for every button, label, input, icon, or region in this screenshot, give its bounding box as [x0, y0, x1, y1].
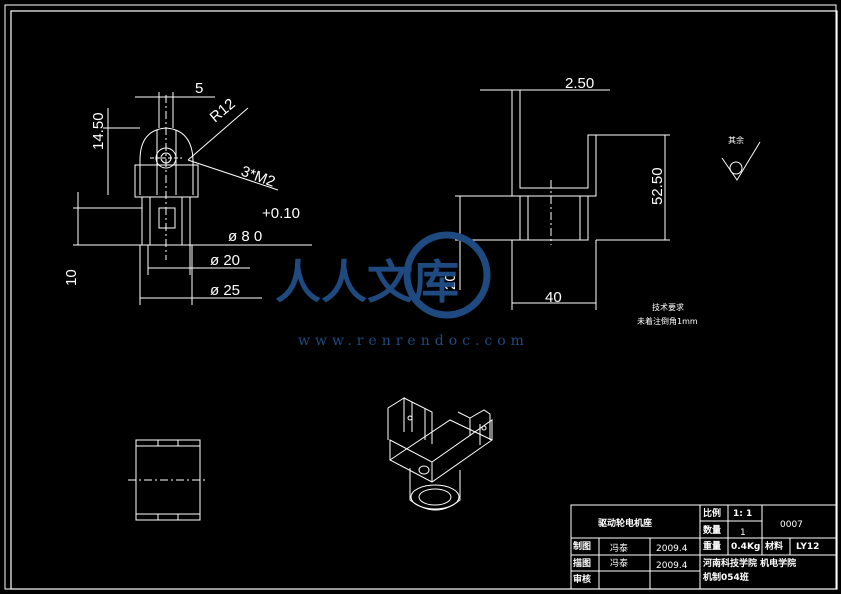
small-side-view: [128, 439, 208, 521]
roughness-label: 其余: [728, 135, 744, 145]
dim-radius: R12: [207, 95, 239, 126]
tb-part-name: 驱动轮电机座: [598, 517, 652, 529]
dim-thickness: 2.50: [565, 75, 594, 92]
tb-design-name: 冯泰: [610, 557, 628, 569]
tb-scale-label: 比例: [703, 507, 721, 519]
tb-material-label: 材料: [764, 540, 783, 552]
dim-dia-20: ø 20: [210, 252, 240, 269]
watermark-text: 人人文库: [275, 255, 459, 309]
tb-drawn-label: 制图: [573, 540, 591, 552]
inner-border: [10, 10, 838, 590]
dim-thread: 3*M2: [239, 163, 278, 191]
dim-height-1450: 14.50: [90, 112, 107, 150]
watermark: 人人文库 www.renrendoc.com: [275, 231, 529, 349]
tb-design-label: 描图: [573, 557, 591, 569]
dim-top-width: 5: [195, 80, 203, 97]
dim-width-40: 40: [545, 289, 562, 306]
tb-drawn-name: 冯泰: [610, 542, 628, 554]
title-block: [570, 504, 837, 590]
tb-school: 河南科技学院 机电学院: [703, 557, 796, 569]
dim-dia-8: ø 8 0: [228, 228, 262, 245]
tech-req-title: 技术要求: [652, 302, 684, 312]
left-view: [73, 92, 312, 305]
tb-scale-value: 1: 1: [733, 509, 752, 519]
tb-drawn-date: 2009.4: [656, 544, 688, 554]
right-view: [455, 89, 670, 310]
dim-dia-25: ø 25: [210, 282, 240, 299]
dim-height-20: 20: [442, 273, 459, 290]
dim-tolerance: +0.10: [262, 205, 300, 222]
watermark-url: www.renrendoc.com: [298, 333, 529, 349]
isometric-view: [387, 397, 493, 511]
tb-check-label: 审核: [573, 573, 591, 585]
tb-weight-label: 重量: [703, 540, 721, 552]
tb-drawing-no: 0007: [780, 520, 803, 530]
dim-height-5250: 52.50: [649, 167, 666, 205]
tb-qty-label: 数量: [703, 524, 721, 536]
tb-design-date: 2009.4: [656, 561, 688, 571]
tb-weight-value: 0.4Kg: [731, 542, 760, 552]
tech-req-text: 未着注倒角1mm: [637, 316, 698, 326]
tb-material-value: LY12: [796, 542, 819, 552]
tb-qty-value: 1: [740, 528, 746, 538]
tb-class: 机制054班: [703, 571, 749, 583]
roughness-symbol: [721, 141, 761, 181]
dim-height-10: 10: [63, 269, 80, 286]
